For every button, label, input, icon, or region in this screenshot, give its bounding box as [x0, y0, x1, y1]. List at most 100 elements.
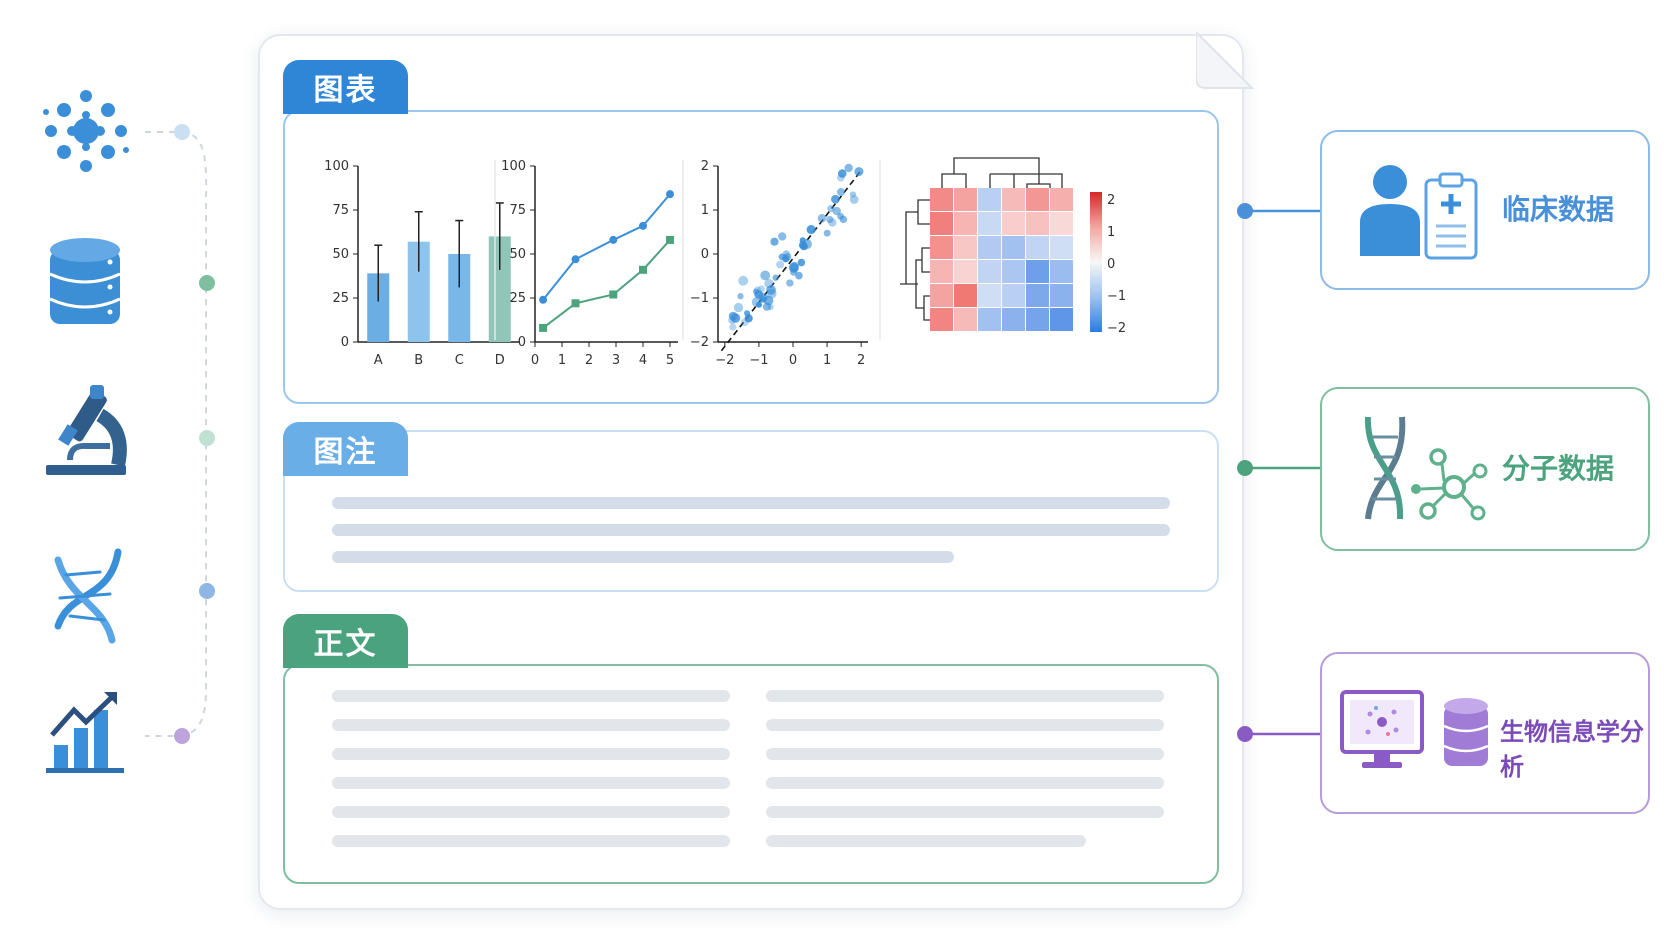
bar-B	[407, 241, 430, 342]
line-x-tick-label: 4	[639, 353, 647, 368]
scatter-y-tick-label: 0	[701, 247, 709, 262]
heatmap-cell	[954, 188, 977, 211]
scatter-point	[778, 232, 787, 241]
scatter-y-tick-label: −1	[690, 291, 709, 306]
heatmap-cell	[978, 284, 1001, 307]
heatmap-cell	[1002, 308, 1025, 331]
body-text-line-r5	[766, 806, 1164, 818]
heatmap-row-dendrogram	[900, 199, 930, 321]
heatmap-cell	[1050, 236, 1073, 259]
scatter-point	[758, 292, 768, 302]
heatmap-cell	[954, 284, 977, 307]
database-icon	[49, 238, 121, 324]
line-y-tick-label: 25	[509, 291, 526, 306]
legend-section	[283, 430, 1219, 592]
line-point	[539, 323, 548, 332]
connector-dot-molecular	[1237, 460, 1253, 476]
scatter-point	[766, 285, 776, 295]
clinician-clipboard-icon	[1360, 165, 1478, 260]
scatter-x-tick-label: 0	[789, 353, 797, 368]
scatter-point	[854, 167, 864, 177]
legend-text-line-2	[332, 524, 1170, 536]
line-x-tick-label: 0	[531, 353, 539, 368]
scatter-point	[836, 173, 845, 182]
scatter-point	[767, 303, 774, 311]
legend-text-line-3	[332, 551, 954, 563]
bioinformatics-card: 生物信息学分析	[1320, 652, 1650, 814]
heatmap-cell	[1026, 308, 1049, 331]
monitor-database-icon	[1340, 690, 1489, 768]
line-point	[571, 255, 580, 264]
heatmap-cell	[1050, 212, 1073, 235]
scatter-point	[733, 302, 744, 313]
scatter-point	[738, 275, 749, 286]
line-point	[609, 290, 618, 299]
scatter-point	[800, 242, 808, 251]
line-y-tick-label: 50	[509, 247, 526, 262]
heatmap-cell	[978, 212, 1001, 235]
growth-chart-icon	[46, 692, 124, 773]
line-x-tick-label: 3	[612, 353, 620, 368]
scatter-point	[729, 323, 737, 331]
heatmap-cell	[930, 284, 953, 307]
scatter-point	[744, 314, 753, 323]
bar-y-tick-label: 100	[324, 159, 349, 174]
connector-dot-bioinfo	[1237, 726, 1253, 742]
heatmap-cell	[1050, 188, 1073, 211]
timeline-dot-5	[174, 728, 190, 744]
colorbar-tick-label: −2	[1107, 321, 1126, 336]
scatter-point	[783, 253, 792, 262]
bar-C	[448, 254, 471, 342]
scatter-x-tick-label: 2	[857, 353, 865, 368]
charts-section-tab: 图表	[283, 60, 408, 114]
heatmap-cell	[1026, 236, 1049, 259]
heatmap-cell	[930, 236, 953, 259]
body-text-line-l6	[332, 835, 730, 847]
bar-x-tick-label: B	[414, 353, 423, 368]
line-y-tick-label: 100	[501, 159, 526, 174]
heatmap-cell	[1050, 308, 1073, 331]
clinical-data-label: 临床数据	[1502, 193, 1615, 226]
heatmap-cell	[978, 188, 1001, 211]
scatter-point	[740, 318, 749, 327]
scatter-point	[849, 191, 857, 198]
heatmap-cell	[1026, 212, 1049, 235]
body-text-line-l3	[332, 748, 730, 760]
bar-y-tick-label: 75	[332, 203, 349, 218]
dna-icon	[54, 548, 122, 644]
heatmap-cell	[954, 236, 977, 259]
connector-dot-clinical	[1237, 203, 1253, 219]
cell-network-icon	[43, 90, 129, 172]
colorbar-tick-label: 2	[1107, 193, 1115, 208]
heatmap-cell	[1026, 188, 1049, 211]
timeline-dot-2	[199, 275, 215, 291]
scatter-point	[832, 206, 841, 216]
heatmap-cell	[978, 260, 1001, 283]
heatmap-colorbar	[1090, 192, 1102, 332]
scatter-x-tick-label: 1	[823, 353, 831, 368]
body-text-line-r1	[766, 690, 1164, 702]
heatmap-cell	[954, 260, 977, 283]
scatter-point	[751, 297, 762, 308]
bar-x-tick-label: A	[374, 353, 383, 368]
scatter-point	[836, 188, 845, 197]
scatter-point	[831, 194, 840, 204]
bioinformatics-label: 生物信息学分析	[1500, 718, 1644, 781]
heatmap-cell	[1026, 260, 1049, 283]
scatter-y-tick-label: −2	[690, 335, 709, 350]
scatter-x-tick-label: −1	[749, 353, 768, 368]
heatmap-cell	[930, 308, 953, 331]
scatter-point	[838, 169, 847, 178]
heatmap-cell	[978, 308, 1001, 331]
scatter-point	[757, 285, 766, 293]
heatmap-cell	[1002, 236, 1025, 259]
card-connectors	[1237, 203, 1320, 742]
colorbar-tick-label: 0	[1107, 257, 1115, 272]
scatter-point	[776, 260, 785, 269]
heatmap-cell	[1026, 284, 1049, 307]
scatter-point	[823, 229, 831, 237]
heatmap-cell	[978, 236, 1001, 259]
left-icon-timeline	[43, 90, 215, 773]
body-text-line-l2	[332, 719, 730, 731]
